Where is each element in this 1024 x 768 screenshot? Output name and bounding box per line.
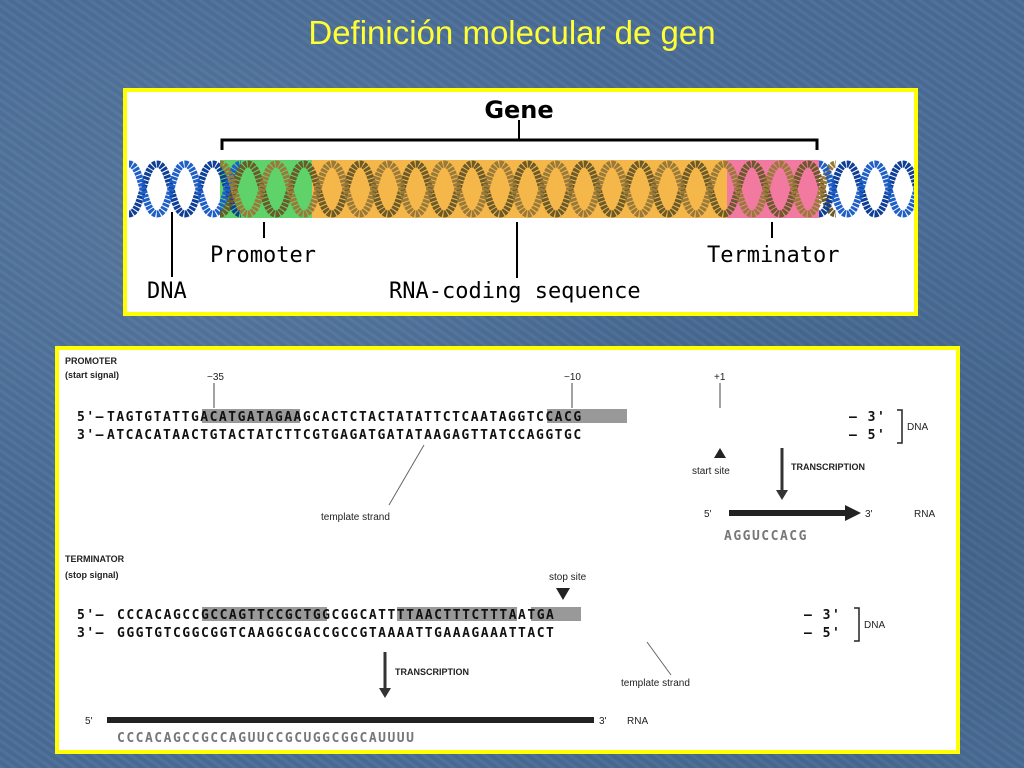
promoter-top-strand: TAGTGTATTGACATGATAGAAGCACTCTACTATATTCTCA…	[107, 410, 583, 425]
minus10-box	[547, 409, 627, 423]
gene-bracket	[220, 138, 819, 150]
terminator-top-end: — 3'	[804, 608, 841, 623]
terminator-header: TERMINATOR	[65, 554, 125, 564]
pos-minus10: −10	[564, 372, 581, 383]
promoter-header: PROMOTER	[65, 356, 118, 366]
sequence-diagram: PROMOTER (start signal) −35 −10 +1 5'— T…	[65, 356, 935, 746]
pos-minus35: −35	[207, 372, 224, 383]
pos-plus1: +1	[714, 372, 726, 383]
promoter-top-prefix: 5'—	[77, 410, 105, 425]
promoter-bottom-strand: ATCACATAACTGTACTATCTTCGTGAGATGATATAAGAGT…	[107, 428, 583, 443]
coding-sequence-label: RNA-coding sequence	[389, 279, 641, 304]
start-site-arrow	[714, 448, 726, 458]
transcription-label-1: TRANSCRIPTION	[791, 462, 865, 472]
terminator-box-2	[397, 607, 517, 621]
rna-promoter-sequence: AGGUCCACG	[724, 529, 808, 544]
stop-site-label: stop site	[549, 572, 587, 583]
template-strand-label-1: template strand	[321, 512, 390, 523]
rna-terminator-sequence: CCCACAGCCGCCAGUUCCGCUGGCGGCAUUUU	[117, 731, 415, 746]
gene-diagram: Gene DNA Promoter RNA-coding sequence Te…	[127, 96, 914, 304]
dna-helix-gene	[218, 160, 838, 218]
terminator-dna-label: DNA	[864, 620, 885, 631]
gene-label: Gene	[484, 96, 553, 124]
slide-title: Definición molecular de gen	[308, 14, 716, 51]
rna-label-1: RNA	[914, 509, 935, 520]
rna-3prime-1: 3'	[865, 509, 873, 520]
sequence-panel: PROMOTER (start signal) −35 −10 +1 5'— T…	[55, 346, 960, 754]
dna-helix-left	[127, 160, 243, 218]
terminator-subheader: (stop signal)	[65, 570, 119, 580]
dna-helix-right	[817, 160, 914, 218]
stop-site-arrow	[556, 588, 570, 600]
promoter-dna-label: DNA	[907, 422, 928, 433]
minus35-box	[202, 409, 300, 423]
terminator-box-3	[531, 607, 581, 621]
rna-arrow-1	[845, 505, 861, 521]
gene-diagram-panel: Gene DNA Promoter RNA-coding sequence Te…	[123, 88, 918, 316]
terminator-bottom-end: — 5'	[804, 626, 841, 641]
promoter-subheader: (start signal)	[65, 370, 119, 380]
terminator-bottom-prefix: 3'—	[77, 626, 105, 641]
promoter-top-end: — 3'	[849, 410, 886, 425]
rna-5prime-2: 5'	[85, 716, 93, 727]
rna-3prime-2: 3'	[599, 716, 607, 727]
terminator-bottom-strand: GGGTGTCGGCGGTCAAGGCGACCGCCGTAAAATTGAAAGA…	[117, 626, 555, 641]
start-site-label: start site	[692, 466, 730, 477]
promoter-bottom-end: — 5'	[849, 428, 886, 443]
transcription-label-2: TRANSCRIPTION	[395, 667, 469, 677]
promoter-bottom-prefix: 3'—	[77, 428, 105, 443]
template-strand-label-2: template strand	[621, 678, 690, 689]
terminator-top-prefix: 5'—	[77, 608, 105, 623]
terminator-label: Terminator	[707, 243, 839, 268]
promoter-label: Promoter	[210, 243, 316, 268]
rna-label-2: RNA	[627, 716, 648, 727]
dna-label: DNA	[147, 279, 187, 304]
terminator-top-strand: CCCACAGCCGCCAGTTCCGCTGGCGGCATTTTAACTTTCT…	[117, 608, 555, 623]
rna-5prime-1: 5'	[704, 509, 712, 520]
terminator-box-1	[202, 607, 327, 621]
